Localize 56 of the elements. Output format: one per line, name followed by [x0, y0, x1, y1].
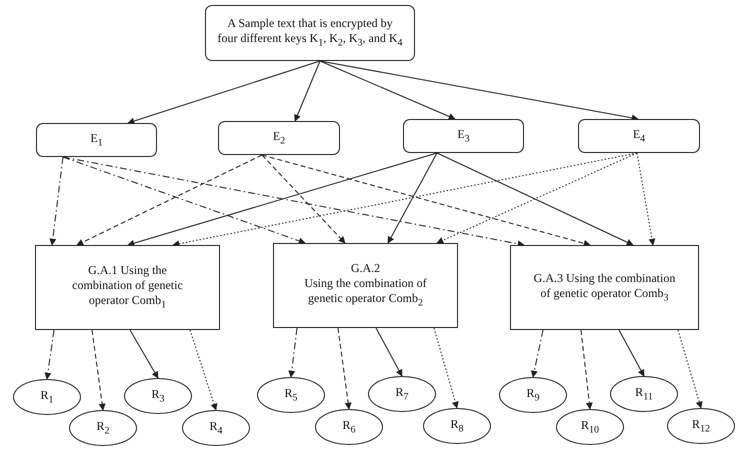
arrow — [636, 152, 656, 246]
arrow — [678, 330, 703, 409]
node-text: A Sample text that is encrypted by four different keys K$_{1}$, K$_{2}$, K$_{3}$, and K$_{4}$ — [216, 16, 404, 50]
arrow — [376, 328, 402, 377]
node-text: R$_{7}$ — [395, 384, 408, 404]
arrow — [320, 60, 639, 122]
rounded-box — [36, 123, 157, 157]
arrow — [320, 60, 456, 120]
arrow — [130, 330, 158, 379]
node-text: E$_{2}$ — [272, 128, 286, 148]
node-text: R$_{6}$ — [342, 418, 356, 436]
arrow — [338, 328, 352, 410]
arrow — [388, 152, 438, 244]
arrow — [49, 156, 64, 246]
arrow — [434, 328, 459, 409]
node-text: R$_{8}$ — [450, 416, 464, 436]
arrow — [262, 154, 591, 247]
node-text: E$_{4}$ — [632, 126, 646, 146]
process-box — [510, 245, 699, 330]
rounded-box — [218, 121, 340, 155]
arrow — [44, 330, 54, 380]
node-text: R$_{9}$ — [526, 386, 540, 404]
node-text: E$_{3}$ — [457, 126, 470, 146]
node-text: R$_{12}$ — [692, 416, 710, 436]
arrow — [76, 154, 262, 246]
rounded-box — [578, 119, 700, 153]
arrow — [530, 330, 544, 378]
arrow — [294, 60, 320, 122]
arrow — [190, 330, 218, 411]
arrow — [62, 156, 306, 244]
arrow — [62, 156, 525, 248]
node-text: G.A.2 — [350, 261, 380, 276]
arrow — [262, 154, 346, 244]
node-text: R$_{11}$ — [635, 384, 653, 404]
node-text: Using the combination of genetic operator Comb$_{2}$ — [303, 276, 428, 310]
arrow — [580, 330, 593, 410]
rounded-box — [205, 5, 415, 61]
arrow — [127, 60, 320, 124]
result-ellipse — [13, 379, 81, 415]
process-box — [273, 243, 458, 328]
node-text: R$_{1}$ — [40, 388, 54, 406]
arrow — [288, 328, 298, 378]
result-ellipse — [69, 410, 137, 446]
node-text: G.A.3 Using the combination of genetic operator Comb$_{3}$ — [533, 270, 676, 304]
node-text: R$_{10}$ — [580, 418, 599, 436]
node-text: R$_{2}$ — [96, 418, 110, 438]
arrow — [127, 152, 438, 247]
rounded-box — [403, 119, 524, 153]
node-text: R$_{5}$ — [284, 386, 298, 404]
process-box — [35, 245, 220, 330]
node-text: G.A.1 Using the combination of genetic operator Comb$_{1}$ — [71, 263, 184, 312]
arrow — [92, 330, 106, 411]
node-text: R$_{3}$ — [151, 386, 164, 406]
node-text: R$_{4}$ — [209, 418, 222, 438]
node-text: E$_{1}$ — [90, 130, 103, 150]
arrow — [618, 330, 644, 377]
